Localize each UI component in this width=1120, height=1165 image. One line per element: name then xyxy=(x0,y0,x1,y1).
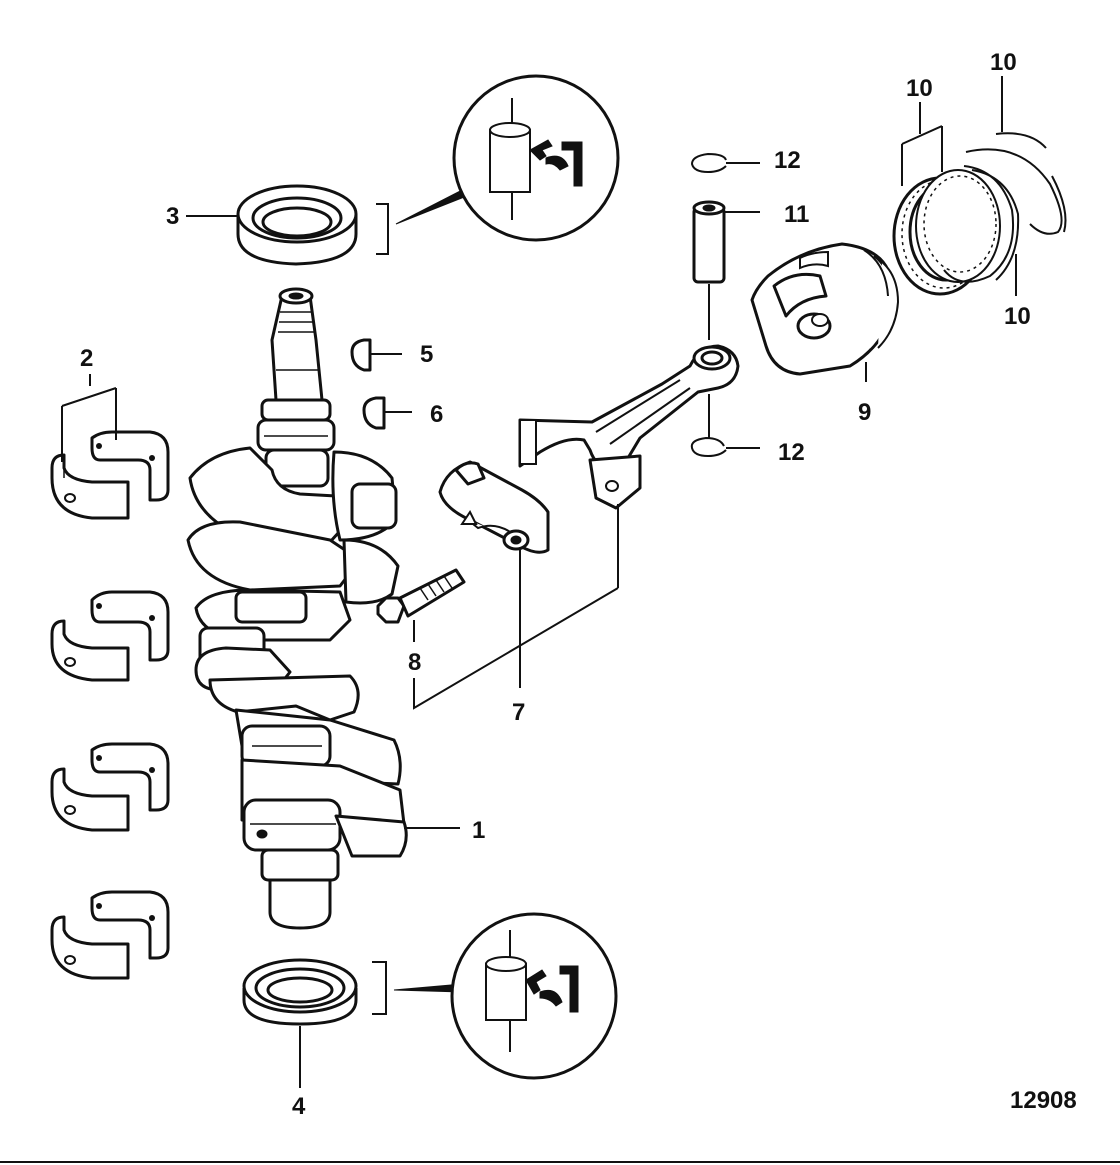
piston-pin-clip-top: 12 xyxy=(690,147,801,174)
callout-3-label: 3 xyxy=(166,203,179,230)
callout-8-label: 8 xyxy=(408,649,421,676)
callout-6-label: 6 xyxy=(430,401,443,428)
piston-rings: 10 10 10 xyxy=(892,49,1067,330)
lower-seal-detail xyxy=(372,912,618,1080)
main-bearing-1 xyxy=(50,430,170,520)
piston-pin: 11 xyxy=(692,200,809,340)
main-bearing-3 xyxy=(50,742,170,832)
callout-1-label: 1 xyxy=(472,817,485,844)
figure-number: 12908 xyxy=(1010,1087,1077,1114)
woodruff-key-6: 6 xyxy=(362,396,443,430)
callout-12b-label: 12 xyxy=(778,439,805,466)
connecting-rod-cap: 7 xyxy=(438,460,550,726)
main-bearing-4 xyxy=(50,890,170,980)
callout-2-label: 2 xyxy=(80,345,93,372)
callout-10c-label: 10 xyxy=(1004,303,1031,330)
crankshaft xyxy=(186,287,408,930)
main-bearing-2 xyxy=(50,590,170,682)
callout-3: 3 xyxy=(166,203,238,230)
callout-1: 1 xyxy=(404,817,485,844)
callout-11-label: 11 xyxy=(784,201,809,228)
callout-5-label: 5 xyxy=(420,341,433,368)
callout-2: 2 xyxy=(61,345,117,462)
connecting-rod xyxy=(518,344,740,588)
upper-oil-seal xyxy=(236,184,358,266)
callout-10b-label: 10 xyxy=(990,49,1017,76)
callout-7-label: 7 xyxy=(512,699,525,726)
woodruff-key-5: 5 xyxy=(350,338,433,372)
callout-4-label: 4 xyxy=(292,1093,306,1120)
piston-pin-clip-bottom: 12 xyxy=(690,394,805,466)
connecting-rod-bolt: 8 xyxy=(376,568,619,710)
upper-seal-detail xyxy=(376,74,620,255)
piston: 9 xyxy=(750,242,900,426)
lower-oil-seal: 4 xyxy=(242,958,358,1120)
callout-9-label: 9 xyxy=(858,399,871,426)
callout-10a-label: 10 xyxy=(906,75,933,102)
callout-12a-label: 12 xyxy=(774,147,801,174)
